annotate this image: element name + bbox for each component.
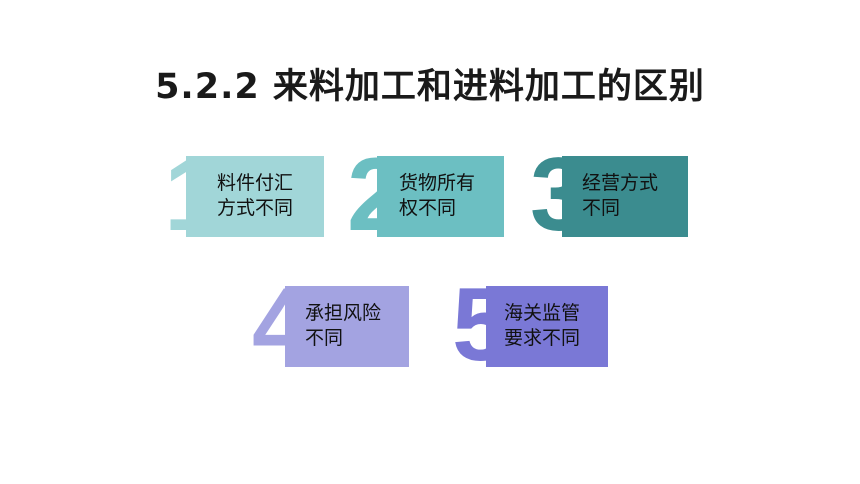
difference-item-4: 4 承担风险 不同 [252,273,409,377]
item-label: 海关监管 要求不同 [504,301,580,351]
item-label-line: 货物所有 [399,172,476,194]
item-label-line: 料件付汇 [217,172,294,194]
difference-item-1: 1 料件付汇 方式不同 [164,143,324,247]
item-label-line: 不同 [582,197,621,219]
item-box [186,156,324,237]
difference-item-3: 3 经营方式 不同 [530,143,688,247]
item-label: 料件付汇 方式不同 [217,171,293,221]
item-label: 承担风险 不同 [305,301,381,351]
item-label: 货物所有 权不同 [399,171,475,221]
item-label-line: 要求不同 [504,327,581,349]
item-box [562,156,688,237]
item-label-line: 权不同 [399,197,457,219]
item-label-line: 不同 [305,327,344,349]
slide-title: 5.2.2 来料加工和进料加工的区别 [155,67,705,107]
difference-item-2: 2 货物所有 权不同 [347,143,504,247]
item-box [377,156,504,237]
difference-item-5: 5 海关监管 要求不同 [452,273,608,377]
item-label-line: 承担风险 [305,302,382,324]
item-box [285,286,409,367]
item-label-line: 海关监管 [504,302,581,324]
item-label: 经营方式 不同 [582,171,658,221]
item-label-line: 方式不同 [217,197,294,219]
item-label-line: 经营方式 [582,172,659,194]
item-box [486,286,608,367]
